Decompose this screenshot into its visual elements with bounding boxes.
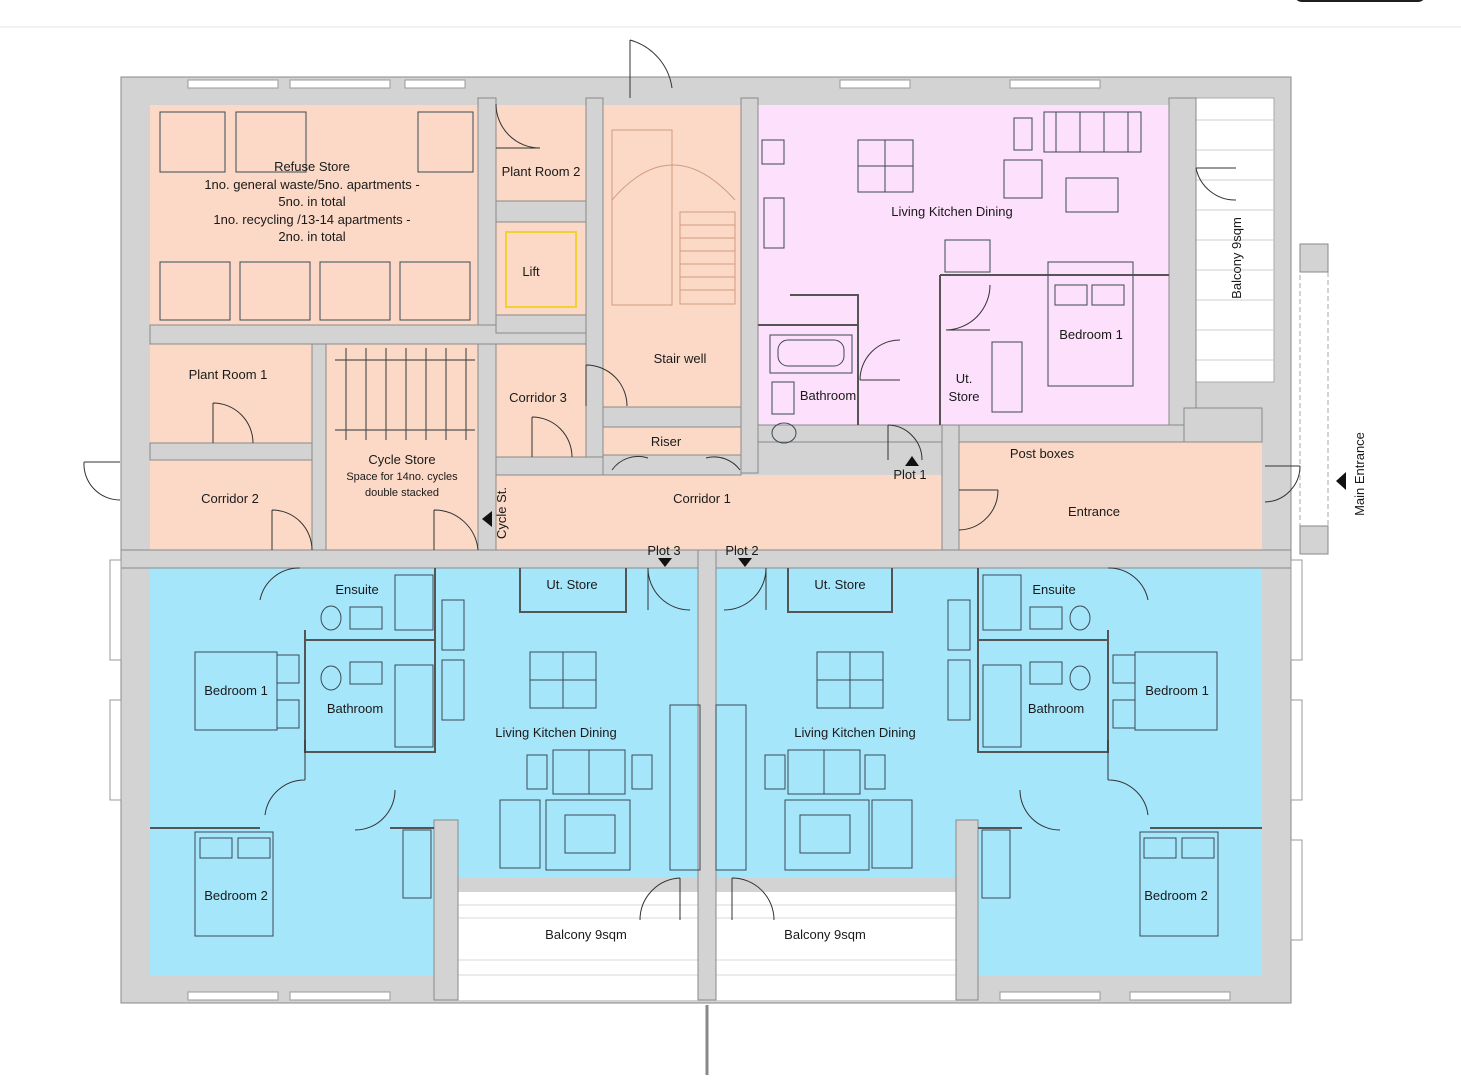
corner-control [1296, 0, 1424, 2]
plot2-balcony-label: Balcony 9sqm [784, 927, 866, 942]
plot3-bedroom2-label: Bedroom 2 [204, 888, 268, 903]
plot3-tag: Plot 3 [647, 543, 680, 558]
plot1-walls [758, 274, 1169, 425]
plot3-ensuite-label: Ensuite [335, 582, 378, 597]
cycle-arrow [482, 511, 492, 527]
corridor-3-label: Corridor 3 [509, 390, 567, 405]
plot1-balcony-decking [1196, 119, 1274, 361]
stair-well-label: Stair well [654, 351, 707, 366]
refuse-store-line2: 5no. in total [278, 194, 345, 209]
refuse-bins [159, 111, 474, 321]
plot2-bathroom-label: Bathroom [1028, 701, 1084, 716]
porch-post-bottom [1299, 525, 1329, 555]
plot2-bedroom2-label: Bedroom 2 [1144, 888, 1208, 903]
entrance-label: Entrance [1068, 504, 1120, 519]
plot1-arrow [905, 456, 919, 466]
labels: Refuse Store 1no. general waste/5no. apa… [189, 159, 1367, 942]
plot3-apartment [150, 568, 698, 976]
refuse-store-line4: 2no. in total [278, 229, 345, 244]
plot2-arrow [738, 558, 752, 567]
plot2-furniture [715, 574, 1219, 937]
corridor-1-label: Corridor 1 [673, 491, 731, 506]
plant-room-2-label: Plant Room 2 [502, 164, 581, 179]
plot3-ut-store-label: Ut. Store [546, 577, 597, 592]
main-entrance-label: Main Entrance [1352, 432, 1367, 516]
entrance-porch [1299, 243, 1329, 555]
plot3-walls [150, 568, 627, 829]
balcony-decking [458, 904, 956, 976]
plot1-tag: Plot 1 [893, 467, 926, 482]
plot1-balcony-label: Balcony 9sqm [1229, 217, 1244, 299]
plot1-ut-store-label-1: Ut. [956, 371, 973, 386]
main-entrance-arrow [1336, 472, 1346, 490]
plot1-living-label: Living Kitchen Dining [891, 204, 1012, 219]
cycle-store-label: Cycle Store [368, 452, 435, 467]
plot3-balcony [458, 892, 698, 1000]
plot2-walls [787, 568, 1262, 829]
plot3-furniture [194, 574, 701, 937]
plot3-arrow [658, 558, 672, 567]
internal-walls [120, 97, 1292, 1001]
refuse-store-label: Refuse Store [274, 159, 350, 174]
plot1-ut-store-label-2: Store [948, 389, 979, 404]
plot2-ensuite-label: Ensuite [1032, 582, 1075, 597]
plot1-bedroom1-label: Bedroom 1 [1059, 327, 1123, 342]
plot2-apartment [716, 568, 1262, 976]
post-boxes-label: Post boxes [1010, 446, 1075, 461]
plot1-apartment [758, 105, 1169, 425]
cycle-store-line2: double stacked [365, 487, 439, 499]
cycle-st-label: Cycle St. [494, 487, 509, 539]
plot2-ut-store-label: Ut. Store [814, 577, 865, 592]
cycle-racks [335, 348, 475, 440]
plot3-bedroom1-label: Bedroom 1 [204, 683, 268, 698]
corridor-2-label: Corridor 2 [201, 491, 259, 506]
cycle-store-line1: Space for 14no. cycles [346, 471, 458, 483]
plot1-furniture [761, 111, 1142, 444]
plot2-tag: Plot 2 [725, 543, 758, 558]
plot3-bathroom-label: Bathroom [327, 701, 383, 716]
plot3-living-label: Living Kitchen Dining [495, 725, 616, 740]
lift-label: Lift [522, 264, 540, 279]
doors [83, 39, 1301, 921]
common-areas [150, 105, 1262, 550]
refuse-store-line3: 1no. recycling /13-14 apartments - [213, 212, 410, 227]
plot3-balcony-label: Balcony 9sqm [545, 927, 627, 942]
porch-post-top [1299, 243, 1329, 273]
plant-room-1-label: Plant Room 1 [189, 367, 268, 382]
plot2-bedroom1-label: Bedroom 1 [1145, 683, 1209, 698]
windows [109, 79, 1303, 1001]
refuse-store-line1: 1no. general waste/5no. apartments - [204, 177, 419, 192]
riser-label: Riser [651, 434, 682, 449]
lift-car [505, 231, 577, 308]
plot2-living-label: Living Kitchen Dining [794, 725, 915, 740]
stair-treads [611, 129, 736, 306]
plot1-bathroom-label: Bathroom [800, 388, 856, 403]
plot2-balcony [716, 892, 956, 1000]
